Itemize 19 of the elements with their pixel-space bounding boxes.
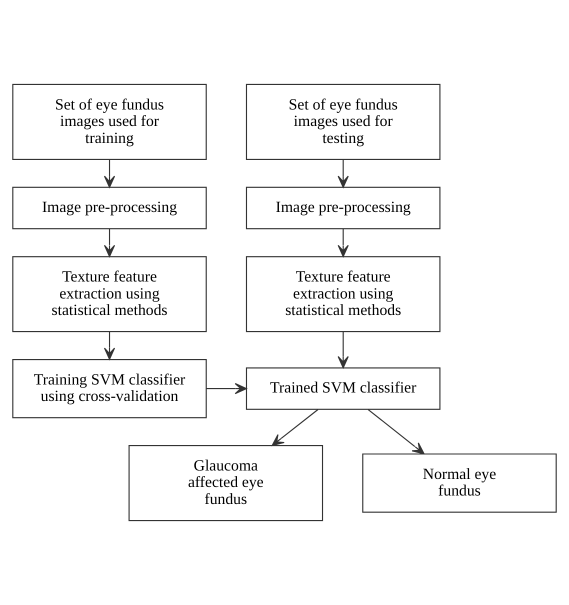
arrow [272,409,318,446]
node-box: Glaucoma affected eye fundus [128,445,324,522]
arrow [206,383,247,394]
arrow [104,229,116,258]
arrow [338,229,349,258]
node-box: Set of eye fundus images used for training [12,84,207,160]
arrow [338,160,349,188]
node-box: Texture feature extraction using statistical methods [246,256,440,332]
arrow [338,332,349,368]
node-box: Texture feature extraction using statistical methods [12,256,207,332]
node-box: Trained SVM classifier [246,367,440,410]
arrow [104,332,116,360]
node-box: Image pre-processing [246,186,440,230]
node-box: Set of eye fundus images used for testing [246,84,440,160]
arrow [104,160,116,188]
node-box: Normal eye fundus [362,453,557,513]
arrow [368,409,425,454]
node-box: Training SVM classifier using cross-validation [12,358,207,418]
node-box: Image pre-processing [12,186,207,230]
